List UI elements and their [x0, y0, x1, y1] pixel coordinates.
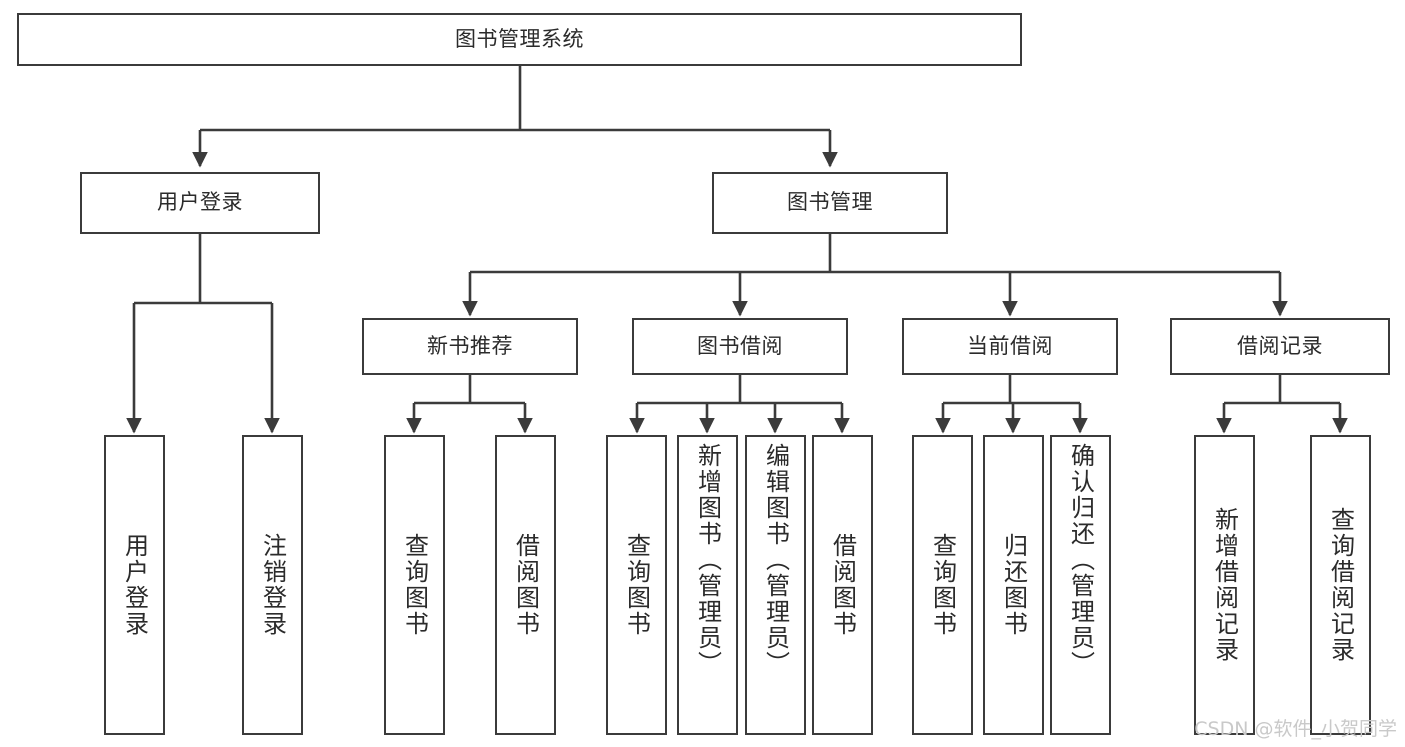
- leaf-br-add-record-label: 新增借阅记录: [1210, 507, 1239, 663]
- leaf-bb-borrow-book[interactable]: 借阅图书: [812, 435, 873, 735]
- leaf-bb-edit-book-admin[interactable]: 编辑图书（管理员）: [745, 435, 806, 735]
- node-book-management[interactable]: 图书管理: [712, 172, 948, 234]
- leaf-bb-add-book-admin[interactable]: 新增图书（管理员）: [677, 435, 738, 735]
- leaf-bb-edit-book-admin-label: 编辑图书（管理员）: [761, 443, 790, 677]
- leaf-cb-confirm-return-admin[interactable]: 确认归还（管理员）: [1050, 435, 1111, 735]
- node-user-login-label: 用户登录: [157, 190, 243, 215]
- node-new-book-recommend[interactable]: 新书推荐: [362, 318, 578, 375]
- leaf-cb-query-book[interactable]: 查询图书: [912, 435, 973, 735]
- leaf-cb-return-book-label: 归还图书: [999, 533, 1028, 637]
- leaf-logout-label: 注销登录: [258, 533, 287, 637]
- leaf-nbr-borrow-book[interactable]: 借阅图书: [495, 435, 556, 735]
- leaf-cb-query-book-label: 查询图书: [928, 533, 957, 637]
- leaf-user-login[interactable]: 用户登录: [104, 435, 165, 735]
- node-borrow-record-label: 借阅记录: [1237, 333, 1323, 358]
- node-user-login[interactable]: 用户登录: [80, 172, 320, 234]
- node-book-borrow-label: 图书借阅: [697, 333, 783, 358]
- node-borrow-record[interactable]: 借阅记录: [1170, 318, 1390, 375]
- leaf-nbr-borrow-book-label: 借阅图书: [511, 533, 540, 637]
- leaf-nbr-query-book[interactable]: 查询图书: [384, 435, 445, 735]
- leaf-br-query-record[interactable]: 查询借阅记录: [1310, 435, 1371, 735]
- leaf-user-login-label: 用户登录: [120, 533, 149, 637]
- node-book-borrow[interactable]: 图书借阅: [632, 318, 848, 375]
- node-root-system[interactable]: 图书管理系统: [17, 13, 1022, 66]
- leaf-cb-return-book[interactable]: 归还图书: [983, 435, 1044, 735]
- leaf-bb-borrow-book-label: 借阅图书: [828, 533, 857, 637]
- csdn-watermark: CSDN @软件_小贺同学: [1194, 718, 1397, 740]
- leaf-cb-confirm-return-admin-label: 确认归还（管理员）: [1066, 443, 1095, 677]
- node-root-system-label: 图书管理系统: [455, 26, 584, 51]
- leaf-bb-add-book-admin-label: 新增图书（管理员）: [693, 443, 722, 677]
- leaf-br-query-record-label: 查询借阅记录: [1326, 507, 1355, 663]
- node-current-borrow[interactable]: 当前借阅: [902, 318, 1118, 375]
- leaf-logout[interactable]: 注销登录: [242, 435, 303, 735]
- leaf-bb-query-book-label: 查询图书: [622, 533, 651, 637]
- leaf-br-add-record[interactable]: 新增借阅记录: [1194, 435, 1255, 735]
- node-book-management-label: 图书管理: [787, 190, 873, 215]
- leaf-nbr-query-book-label: 查询图书: [400, 533, 429, 637]
- leaf-bb-query-book[interactable]: 查询图书: [606, 435, 667, 735]
- node-new-book-recommend-label: 新书推荐: [427, 333, 513, 358]
- node-current-borrow-label: 当前借阅: [967, 333, 1053, 358]
